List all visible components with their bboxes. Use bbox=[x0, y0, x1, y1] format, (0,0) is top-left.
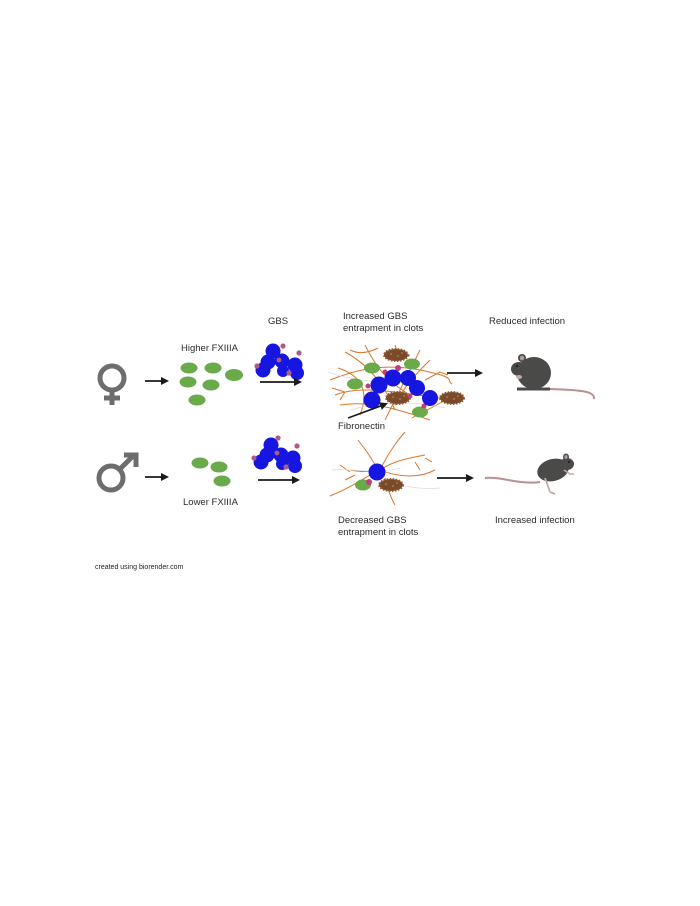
credit-text: created using biorender.com bbox=[95, 564, 184, 571]
gbs-bacteria-chain bbox=[251, 435, 302, 473]
mouse-reduced-infection-icon bbox=[511, 354, 596, 400]
fibrin-clot-dense bbox=[327, 344, 465, 421]
gbs-bacteria-chain bbox=[254, 343, 304, 380]
increased-infection-label: Increased infection bbox=[495, 515, 575, 526]
decreased-entrapment-label: Decreased GBS entrapment in clots bbox=[338, 515, 419, 538]
reduced-infection-label: Reduced infection bbox=[489, 316, 566, 327]
increased-entrapment-label: Increased GBS entrapment in clots bbox=[343, 311, 424, 334]
female-symbol-icon bbox=[97, 363, 127, 405]
higher-fxiiia-label: Higher FXIIIA bbox=[181, 343, 239, 354]
gbs-label: GBS bbox=[268, 316, 289, 327]
lower-fxiiia-label: Lower FXIIIA bbox=[183, 497, 238, 508]
fxiiia-molecules-high bbox=[179, 362, 243, 406]
fibronectin-label: Fibronectin bbox=[338, 421, 385, 432]
fibrin-clot-sparse bbox=[329, 431, 441, 506]
male-symbol-icon bbox=[96, 452, 139, 493]
mouse-increased-infection-icon bbox=[484, 453, 574, 495]
fibronectin-pointer-arrow bbox=[347, 402, 388, 419]
fxiiia-molecules-low bbox=[191, 457, 231, 487]
